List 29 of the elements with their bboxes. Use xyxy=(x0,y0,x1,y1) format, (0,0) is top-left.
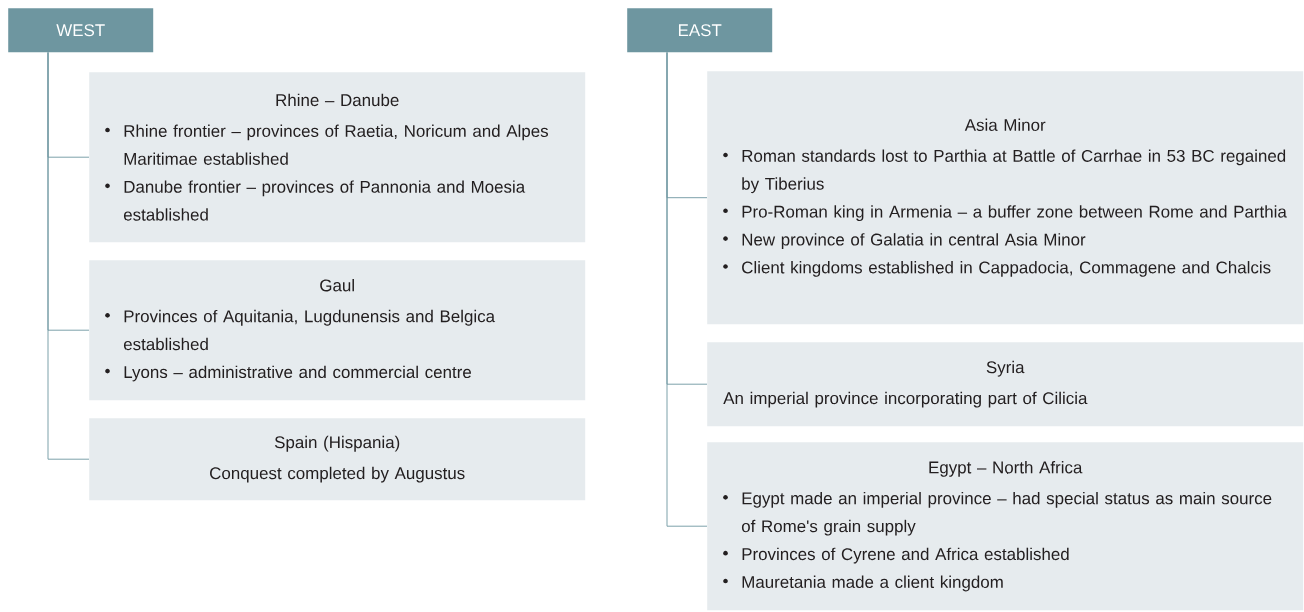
box-heading: Syria xyxy=(986,360,1025,377)
region-box xyxy=(89,260,586,401)
bullet-item: Lyons – administrative and commercial centre xyxy=(105,365,471,382)
region-box xyxy=(707,71,1304,325)
box-heading: Gaul xyxy=(320,278,354,292)
body-text: Conquest completed by Augustus xyxy=(210,466,465,483)
box-heading: Spain (Hispania) xyxy=(274,435,400,452)
box-heading: Egypt – North Africa xyxy=(929,461,1083,477)
region-box xyxy=(89,72,586,243)
box-heading: Rhine – Danube xyxy=(276,93,399,107)
bullet-item: Egypt made an imperial province – had special status as main source of Rome's grain supply xyxy=(723,491,1272,536)
bullet-item: Client kingdoms established in Cappadocia, Commagene and Chalcis xyxy=(723,261,1271,277)
header-tab: WEST xyxy=(8,8,154,53)
region-box xyxy=(89,418,586,501)
header-tab: EAST xyxy=(627,8,773,53)
connector-line xyxy=(47,51,90,460)
region-box xyxy=(707,342,1304,427)
body-text: An imperial province incorporating part of Cilicia xyxy=(723,391,1088,408)
bullet-item: Provinces of Cyrene and Africa established xyxy=(723,547,1069,564)
region-box xyxy=(707,442,1304,611)
bullet-item: Roman standards lost to Parthia at Battle of Carrhae in 53 BC regained by Tiberius xyxy=(723,149,1286,194)
bullet-item: Pro-Roman king in Armenia – a buffer zone between Rome and Parthia xyxy=(723,205,1287,222)
bullet-item: Rhine frontier – provinces of Raetia, Noricum and Alpes Maritimae established xyxy=(105,124,548,165)
bullet-item: Provinces of Aquitania, Lugdunensis and Belgica established xyxy=(105,309,496,351)
box-heading: Asia Minor xyxy=(964,118,1046,131)
bullet-item: New province of Galatia in central Asia Minor xyxy=(723,233,1086,249)
bullet-item: Danube frontier – provinces of Pannonia and Moesia established xyxy=(105,180,526,221)
bullet-item: Mauretania made a client kingdom xyxy=(723,575,1003,592)
connector-line xyxy=(666,51,708,527)
